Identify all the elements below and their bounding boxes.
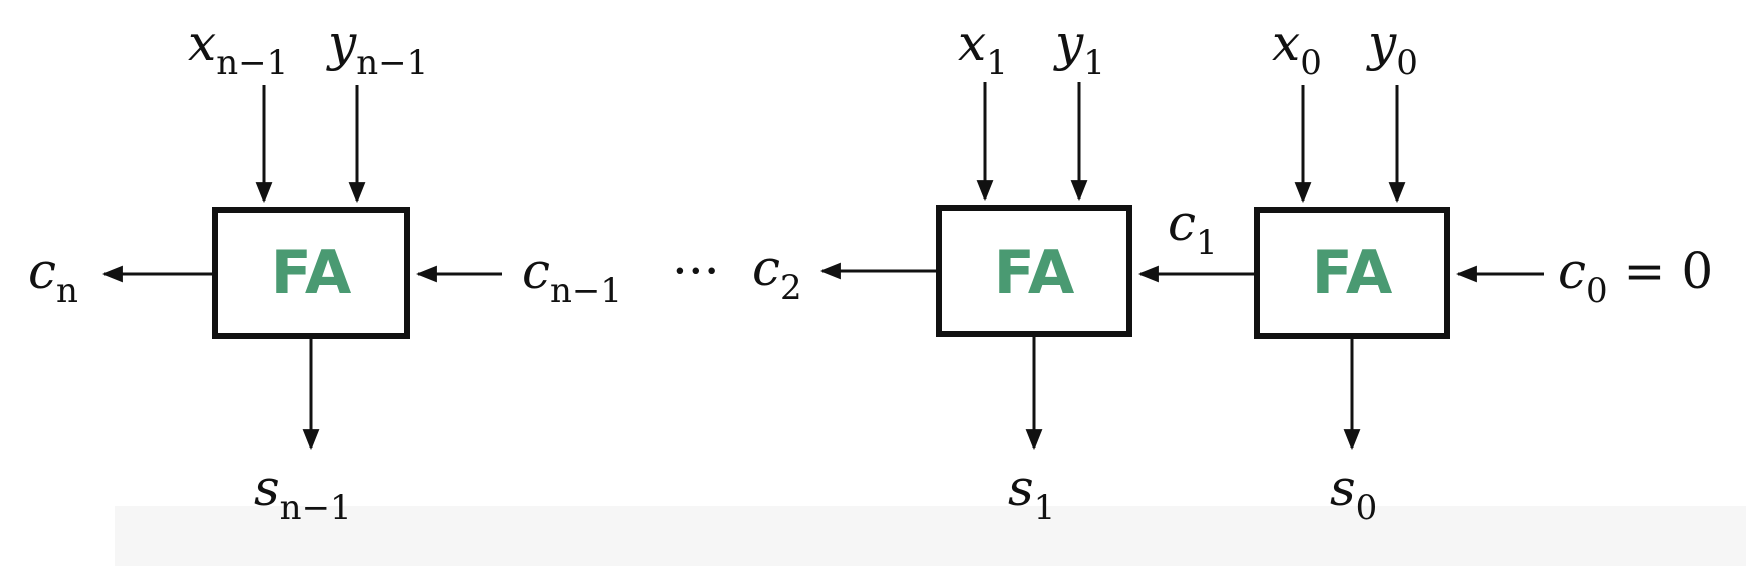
full-adder-label-1: FA — [994, 238, 1075, 308]
carry-out-cn-label: cn — [28, 242, 78, 311]
input-x-n-minus-1-label: xn−1 — [188, 14, 288, 83]
full-adder-1: x1 y1 FA c2 s1 — [752, 14, 1132, 528]
footer-band — [115, 506, 1746, 566]
carry-in-cn-minus-1-label: cn−1 — [522, 242, 622, 311]
sum-s0-label: s0 — [1330, 459, 1377, 528]
full-adder-label-0: FA — [1312, 238, 1393, 308]
sum-s1-label: s1 — [1008, 459, 1055, 528]
sum-s-n-minus-1-label: sn−1 — [254, 459, 352, 528]
carry-in-c0-label: c0 = 0 — [1558, 242, 1713, 311]
full-adder-label-n-minus-1: FA — [271, 238, 352, 308]
input-x0-label: x0 — [1272, 14, 1322, 83]
full-adder-0: x0 y0 FA c1 c0 = 0 s0 — [1137, 14, 1713, 528]
ellipsis: ··· — [672, 242, 720, 300]
carry-c1-label: c1 — [1168, 194, 1218, 263]
input-y-n-minus-1-label: yn−1 — [326, 14, 428, 83]
full-adder-n-minus-1: xn−1 yn−1 FA cn cn−1 sn−1 — [28, 14, 622, 528]
input-x1-label: x1 — [958, 14, 1008, 83]
input-y0-label: y0 — [1366, 14, 1418, 83]
input-y1-label: y1 — [1053, 14, 1105, 83]
carry-out-c2-label: c2 — [752, 239, 802, 308]
